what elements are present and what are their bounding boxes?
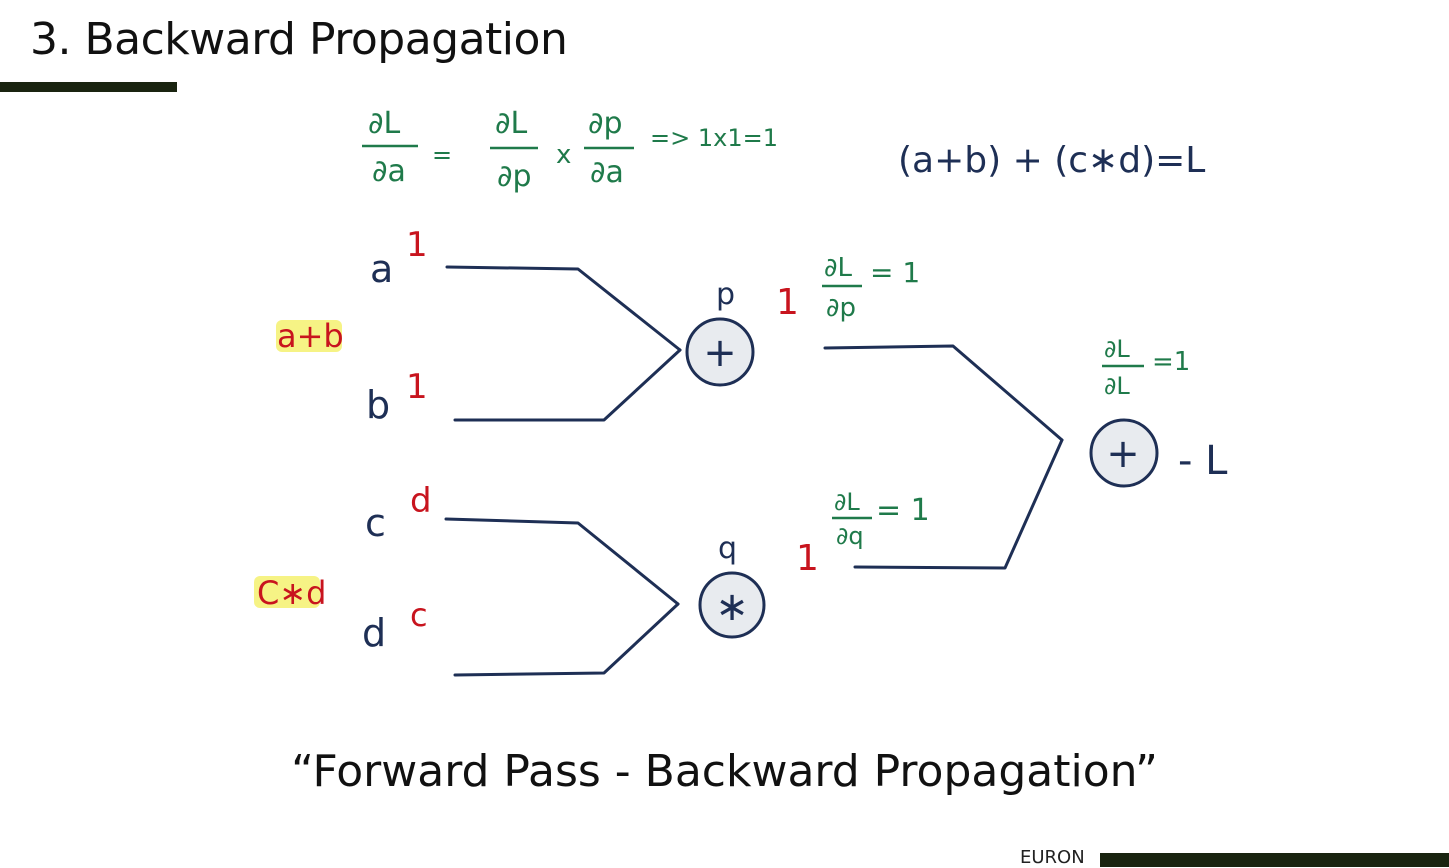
input-b-grad: 1 [406, 367, 428, 407]
node-p-local-den: ∂p [826, 293, 856, 323]
chain-rule-formula: ∂L ∂a = ∂L ∂p x ∂p ∂a => 1x1=1 [362, 106, 778, 194]
node-q-grad: 1 [796, 538, 819, 579]
expression-formula: (a+b) + (c∗d)=L [898, 140, 1205, 181]
edge-d-to-q [453, 602, 680, 677]
input-d-label: d [362, 611, 386, 655]
node-q-label: q [718, 531, 737, 566]
edge-b-to-p [453, 348, 682, 422]
node-q: q ∗ 1 ∂L ∂q = 1 [698, 488, 930, 639]
highlight-ab [276, 320, 342, 352]
lhs-denominator: ∂a [372, 154, 406, 189]
node-out-local-den: ∂L [1104, 372, 1130, 400]
group-note-cd: C∗d [257, 574, 326, 612]
node-q-local-val: = 1 [876, 493, 930, 528]
title-underline-bar [0, 82, 177, 92]
node-out-local-val: =1 [1152, 347, 1190, 377]
input-a-label: a [370, 247, 393, 291]
node-out-op: + [1106, 431, 1140, 477]
factor1-denominator: ∂p [497, 159, 532, 194]
group-note-ab: a+b [277, 317, 344, 355]
equals-sign: = [432, 141, 452, 169]
node-out-circle [1089, 418, 1159, 488]
node-q-local-num: ∂L [834, 488, 860, 516]
node-p-label: p [716, 277, 735, 312]
chain-result: => 1x1=1 [650, 124, 778, 152]
node-p-circle [685, 317, 755, 387]
node-p-grad: 1 [776, 282, 799, 323]
node-out-label: - L [1178, 438, 1228, 484]
factor2-denominator: ∂a [590, 155, 624, 190]
edge-q-to-out [853, 438, 1064, 570]
footer-bar [1100, 853, 1449, 867]
slide-caption: “Forward Pass - Backward Propagation” [291, 746, 1158, 797]
lhs-numerator: ∂L [368, 106, 401, 141]
node-q-local-den: ∂q [836, 522, 864, 550]
node-out-local-num: ∂L [1104, 335, 1130, 363]
node-q-op: ∗ [715, 584, 749, 630]
input-c-label: c [365, 501, 386, 545]
node-p-op: + [703, 330, 737, 376]
edge-p-to-out [823, 344, 1064, 442]
brand-logo-text: EURON [1020, 847, 1085, 868]
times-sign: x [556, 140, 571, 170]
input-c-grad: d [410, 481, 432, 521]
node-q-circle [698, 571, 766, 639]
factor2-numerator: ∂p [588, 106, 623, 141]
factor1-numerator: ∂L [495, 106, 528, 141]
node-p-local-val: = 1 [870, 256, 920, 289]
slide-title: 3. Backward Propagation [30, 14, 568, 65]
edge-c-to-q [444, 517, 680, 606]
node-output: ∂L ∂L =1 + - L [1089, 335, 1228, 488]
graph-edges [444, 265, 1064, 677]
input-labels: a 1 b 1 c d d c [362, 225, 432, 655]
input-b-label: b [366, 383, 390, 427]
highlight-cd [254, 576, 320, 608]
input-d-grad: c [410, 596, 428, 634]
edge-a-to-p [445, 265, 682, 352]
node-p-local-num: ∂L [824, 253, 852, 283]
input-a-grad: 1 [406, 225, 428, 265]
node-p: p + 1 ∂L ∂p = 1 [685, 253, 920, 387]
